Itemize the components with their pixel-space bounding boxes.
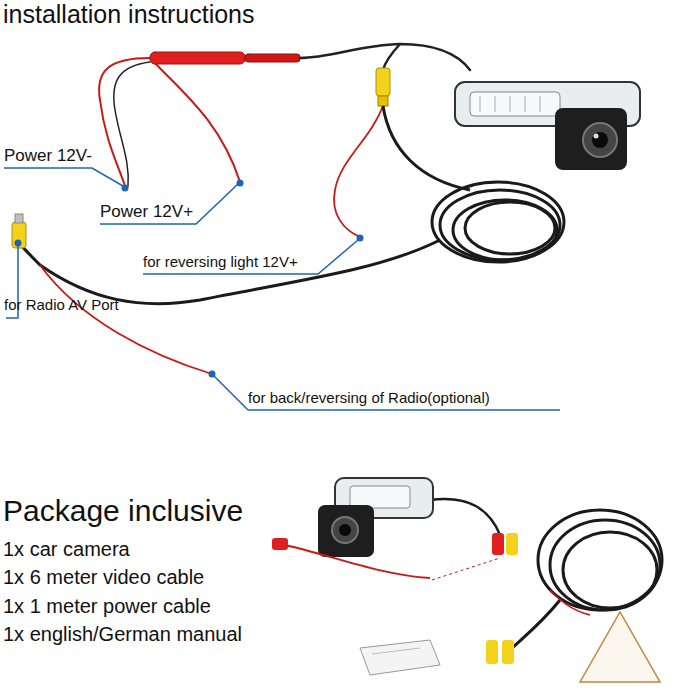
- callout-label: Power 12V-: [4, 146, 92, 166]
- diagram-title: installation instructions: [3, 0, 255, 29]
- leader-dot: [15, 180, 364, 378]
- callout-label: for Radio AV Port: [4, 296, 119, 313]
- list-item: 1x english/German manual: [3, 623, 242, 646]
- reversing-wire: [334, 106, 383, 236]
- list-item: 1x 6 meter video cable: [3, 566, 204, 589]
- package-photo: [272, 478, 662, 682]
- list-item: 1x 1 meter power cable: [3, 595, 211, 618]
- rca-plug: [12, 214, 26, 248]
- section-heading: Package inclusive: [3, 494, 243, 529]
- callout-label: for back/reversing of Radio(optional): [248, 389, 490, 406]
- rca-plug: [376, 44, 400, 106]
- leader-line: [4, 168, 560, 410]
- list-item: 1x car camera: [3, 538, 130, 561]
- callout-label: Power 12V+: [100, 202, 193, 222]
- camera: [455, 82, 640, 170]
- callout-label: for reversing light 12V+: [143, 253, 298, 270]
- trigger-wire: [40, 265, 212, 374]
- video-cable: [22, 106, 564, 304]
